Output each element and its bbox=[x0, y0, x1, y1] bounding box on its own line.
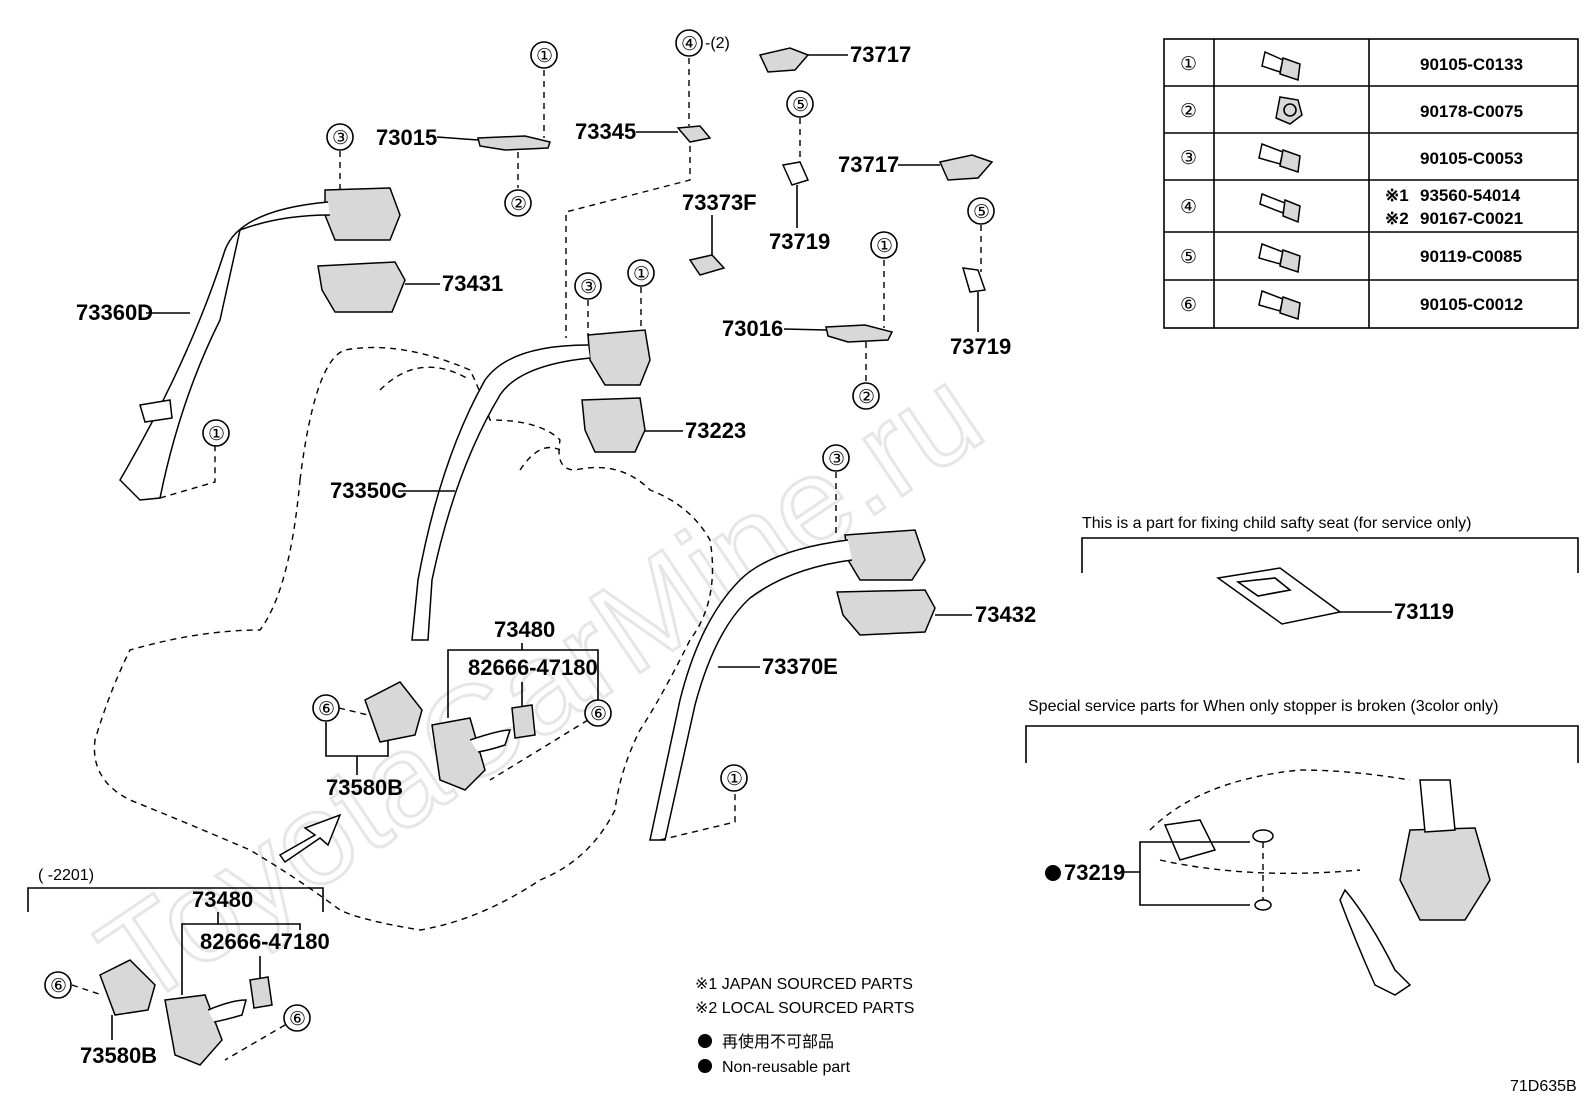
label-73480-a: 73480 bbox=[494, 617, 555, 642]
label-73016: 73016 bbox=[722, 316, 783, 341]
cover-73717-mid: 73717 bbox=[838, 152, 994, 181]
label-73480-b: 73480 bbox=[192, 887, 253, 912]
callout-1b: ① bbox=[876, 236, 893, 257]
legend: ※1 JAPAN SOURCED PARTS ※2 LOCAL SOURCED … bbox=[695, 976, 914, 1076]
cover-73717-top: 73717 bbox=[758, 42, 911, 73]
screw-icon bbox=[1259, 192, 1301, 224]
callout-3b: ③ bbox=[580, 277, 597, 298]
child-seat-part-group: This is a part for fixing child safty se… bbox=[1081, 515, 1579, 625]
label-73360d: 73360D bbox=[76, 300, 153, 325]
callout-1: ① bbox=[536, 46, 553, 67]
non-reusable-dot-icon bbox=[698, 1059, 712, 1073]
direction-arrow bbox=[278, 813, 342, 864]
callout-5b: ⑤ bbox=[973, 202, 990, 223]
label-73373f: 73373F bbox=[682, 190, 757, 215]
label-4-suffix: -(2) bbox=[705, 35, 730, 52]
seat-belt-73370e: ③ ① 73370E 73432 bbox=[649, 444, 1036, 841]
seat-belt-73360d: ③ ① 73360D 73431 bbox=[76, 123, 503, 501]
buckle-assembly-2201: ( -2201) 73480 82666-47180 ⑥ ⑥ 73580B bbox=[27, 867, 330, 1068]
bracket-73016: ① 73016 ② bbox=[722, 231, 898, 410]
table-row-4-part2: 90167-C0021 bbox=[1420, 209, 1523, 228]
callout-6c: ⑥ bbox=[289, 1009, 306, 1030]
table-row-1-num: ① bbox=[1180, 54, 1197, 75]
label-73432: 73432 bbox=[975, 602, 1036, 627]
buckle-assembly-73480: 73480 82666-47180 ⑥ ⑥ 73580B bbox=[312, 617, 612, 800]
bracket-73345: 73345 ④ -(2) bbox=[565, 29, 730, 338]
bracket-73015: 73015 ① ② bbox=[376, 41, 558, 217]
label-73580b-b: 73580B bbox=[80, 1043, 157, 1068]
callout-5: ⑤ bbox=[792, 95, 809, 116]
table-row-4-part: 93560-54014 bbox=[1420, 186, 1521, 205]
table-row-3-num: ③ bbox=[1180, 148, 1197, 169]
callout-6b: ⑥ bbox=[318, 699, 335, 720]
table-row-3-part: 90105-C0053 bbox=[1420, 149, 1523, 168]
bolt-icon bbox=[1258, 289, 1301, 321]
table-row-6-num: ⑥ bbox=[1180, 295, 1197, 316]
stopper-note: Special service parts for When only stop… bbox=[1028, 698, 1498, 715]
seat-belt-73350c: ③ ① 73350C 73223 bbox=[330, 259, 746, 641]
non-reusable-dot-icon bbox=[698, 1034, 712, 1048]
label-73580b-a: 73580B bbox=[326, 775, 403, 800]
label-73223: 73223 bbox=[685, 418, 746, 443]
legend-note-2: ※2 LOCAL SOURCED PARTS bbox=[695, 1000, 914, 1017]
non-reusable-dot-icon bbox=[1045, 865, 1061, 881]
callout-6d: ⑥ bbox=[50, 976, 67, 997]
callout-3c: ③ bbox=[828, 449, 845, 470]
label-73717-a: 73717 bbox=[850, 42, 911, 67]
bracket-73373f: 73373F bbox=[682, 190, 757, 276]
label-73015: 73015 bbox=[376, 125, 437, 150]
label-73717-b: 73717 bbox=[838, 152, 899, 177]
legend-nonreuse-jp: 再使用不可部品 bbox=[722, 1033, 834, 1051]
table-row-2-part: 90178-C0075 bbox=[1420, 102, 1523, 121]
bolt-icon bbox=[1261, 50, 1301, 82]
callout-2: ② bbox=[510, 194, 527, 215]
label-73719-a: 73719 bbox=[769, 229, 830, 254]
callout-1c: ① bbox=[208, 424, 225, 445]
bolt-icon bbox=[1258, 242, 1301, 274]
table-row-2-num: ② bbox=[1180, 101, 1197, 122]
anchor-73719-right: ⑤ 73719 bbox=[950, 197, 1011, 359]
range-label: ( -2201) bbox=[38, 867, 94, 884]
table-row-1-part: 90105-C0133 bbox=[1420, 55, 1523, 74]
table-row-4-mark2: ※2 bbox=[1385, 209, 1409, 228]
legend-nonreuse-en: Non-reusable part bbox=[722, 1059, 851, 1076]
label-73345: 73345 bbox=[575, 119, 636, 144]
label-82666-b: 82666-47180 bbox=[200, 929, 330, 954]
label-73431: 73431 bbox=[442, 271, 503, 296]
diagram-code: 71D635B bbox=[1510, 1078, 1577, 1095]
anchor-73719-left: ⑤ 73719 bbox=[769, 90, 830, 254]
table-row-5-num: ⑤ bbox=[1180, 247, 1197, 268]
child-seat-note: This is a part for fixing child safty se… bbox=[1082, 515, 1471, 532]
stopper-part-group: Special service parts for When only stop… bbox=[1025, 698, 1579, 996]
bolt-icon bbox=[1258, 142, 1301, 174]
legend-note-1: ※1 JAPAN SOURCED PARTS bbox=[695, 976, 913, 993]
label-73119: 73119 bbox=[1394, 599, 1454, 624]
label-82666-a: 82666-47180 bbox=[468, 655, 598, 680]
callout-3: ③ bbox=[332, 128, 349, 149]
fastener-table: ① ② ③ ④ ⑤ ⑥ 90105-C0133 90178-C0075 9010… bbox=[1163, 38, 1579, 329]
label-73370e: 73370E bbox=[762, 654, 838, 679]
callout-1e: ① bbox=[726, 769, 743, 790]
callout-4: ④ bbox=[681, 34, 698, 55]
callout-2b: ② bbox=[858, 387, 875, 408]
label-73219: 73219 bbox=[1064, 860, 1125, 885]
label-73350c: 73350C bbox=[330, 478, 407, 503]
nut-icon bbox=[1275, 96, 1303, 125]
table-row-5-part: 90119-C0085 bbox=[1420, 247, 1522, 266]
table-row-6-part: 90105-C0012 bbox=[1420, 295, 1523, 314]
rear-seat-outline bbox=[93, 346, 714, 931]
table-row-4-mark1: ※1 bbox=[1385, 186, 1409, 205]
table-row-4-num: ④ bbox=[1180, 197, 1197, 218]
label-73719-b: 73719 bbox=[950, 334, 1011, 359]
callout-6: ⑥ bbox=[590, 704, 607, 725]
callout-1d: ① bbox=[633, 264, 650, 285]
